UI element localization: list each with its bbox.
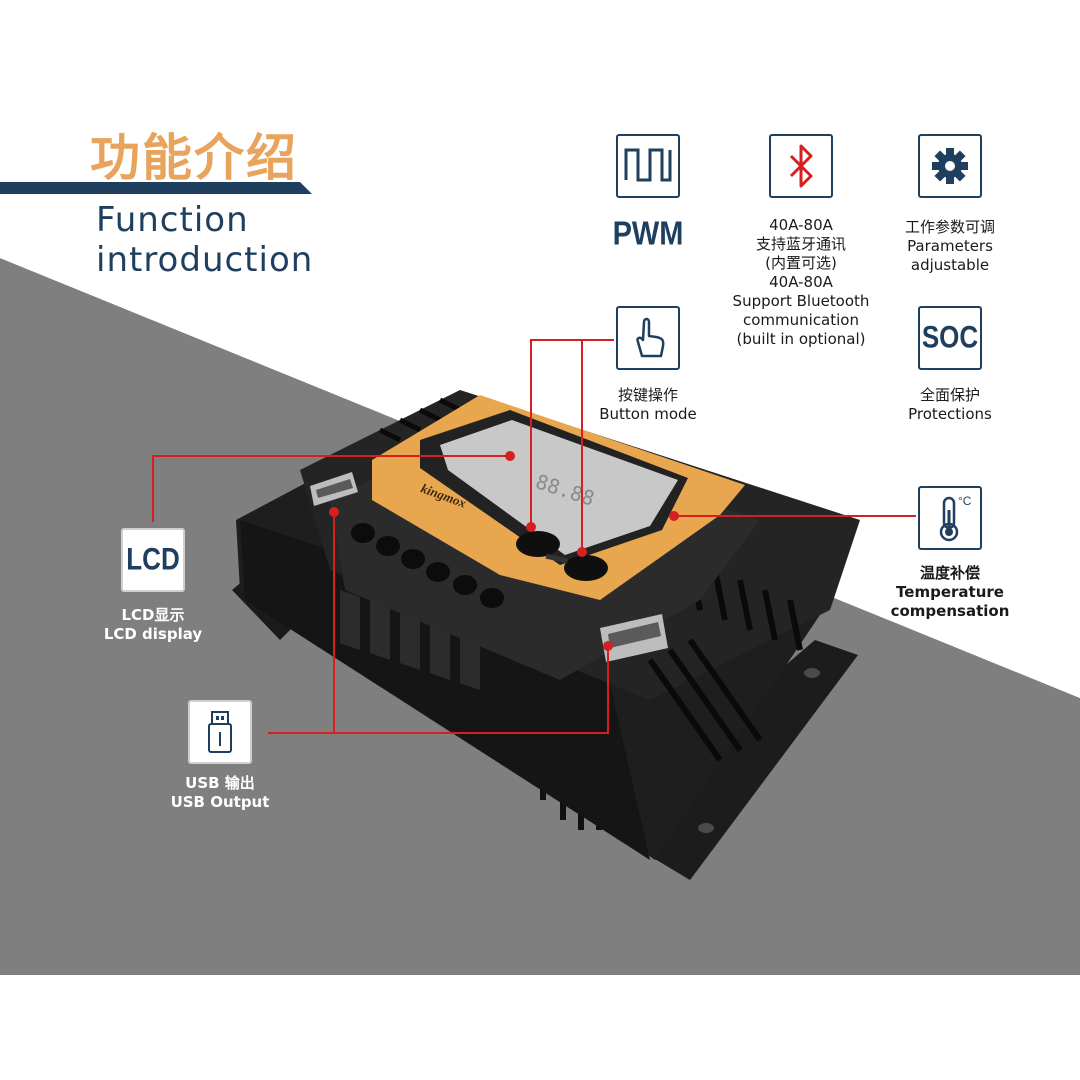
soc-caption-line: 全面保护 (919, 386, 980, 404)
temperature-caption-line: 温度补偿 (919, 564, 980, 582)
title-english-line1: Function (96, 200, 249, 240)
bluetooth-icon (789, 144, 813, 188)
lcd-icon: LCD (126, 540, 180, 577)
lcd-marker (505, 451, 515, 461)
usb-icon (208, 711, 232, 753)
title-english-line2: introduction (96, 240, 314, 280)
parameters-feature-icon (918, 134, 982, 198)
temperature-caption-line: compensation (890, 602, 1010, 620)
bluetooth-caption-line: 40A-80A (769, 273, 833, 291)
temperature-caption-line: Temperature (896, 583, 1004, 601)
bluetooth-caption-line: 支持蓝牙通讯 (755, 235, 846, 253)
bluetooth-feature-icon (769, 134, 833, 198)
usb-caption: USB 输出 USB Output (150, 774, 290, 812)
hand-pointer-icon (636, 317, 665, 358)
celsius-label: °C (958, 494, 972, 508)
bluetooth-caption-line: 40A-80A (769, 216, 833, 234)
lcd-caption-line: LCD display (103, 625, 203, 643)
button-caption-line: Button mode (599, 405, 697, 423)
button-marker-1 (526, 522, 536, 532)
soc-feature-icon: SOC (918, 306, 982, 370)
parameters-caption-line: Parameters (907, 237, 993, 255)
usb-caption-line: USB Output (170, 793, 270, 811)
button-feature-icon (616, 306, 680, 370)
bluetooth-caption-line: (built in optional) (736, 330, 866, 348)
soc-icon: SOC (921, 318, 979, 355)
title-chinese: 功能介绍 (90, 129, 298, 187)
gear-icon (932, 148, 968, 184)
soc-caption: 全面保护 Protections (880, 386, 1020, 424)
soc-caption-line: Protections (908, 405, 992, 423)
button-caption-line: 按键操作 (617, 386, 678, 404)
header-underline (0, 182, 312, 194)
usb-feature-icon (188, 700, 252, 764)
usb-marker-2 (603, 641, 613, 651)
parameters-caption-line: adjustable (910, 256, 990, 274)
pwm-feature-icon (616, 134, 680, 198)
parameters-caption: 工作参数可调 Parameters adjustable (880, 218, 1020, 275)
usb-marker-1 (329, 507, 339, 517)
pwm-label: PWM (612, 215, 684, 253)
lcd-caption: LCD显示 LCD display (83, 606, 223, 644)
button-caption: 按键操作 Button mode (578, 386, 718, 424)
temperature-caption: 温度补偿 Temperature compensation (870, 564, 1030, 621)
lcd-caption-line: LCD显示 (121, 606, 185, 624)
temperature-feature-icon: °C (918, 486, 982, 550)
thermometer-icon (939, 496, 959, 542)
bluetooth-caption-line: (内置可选) (765, 254, 837, 272)
button-marker-2 (577, 547, 587, 557)
parameters-caption-line: 工作参数可调 (904, 218, 995, 236)
bluetooth-caption-line: communication (742, 311, 859, 329)
title-english: Function introduction (96, 200, 313, 280)
square-wave-icon (624, 148, 672, 182)
temperature-marker (669, 511, 679, 521)
usb-caption-line: USB 输出 (185, 774, 255, 792)
lcd-feature-icon: LCD (121, 528, 185, 592)
bluetooth-caption: 40A-80A 支持蓝牙通讯 (内置可选) 40A-80A Support Bl… (716, 216, 886, 349)
bluetooth-caption-line: Support Bluetooth (732, 292, 870, 310)
